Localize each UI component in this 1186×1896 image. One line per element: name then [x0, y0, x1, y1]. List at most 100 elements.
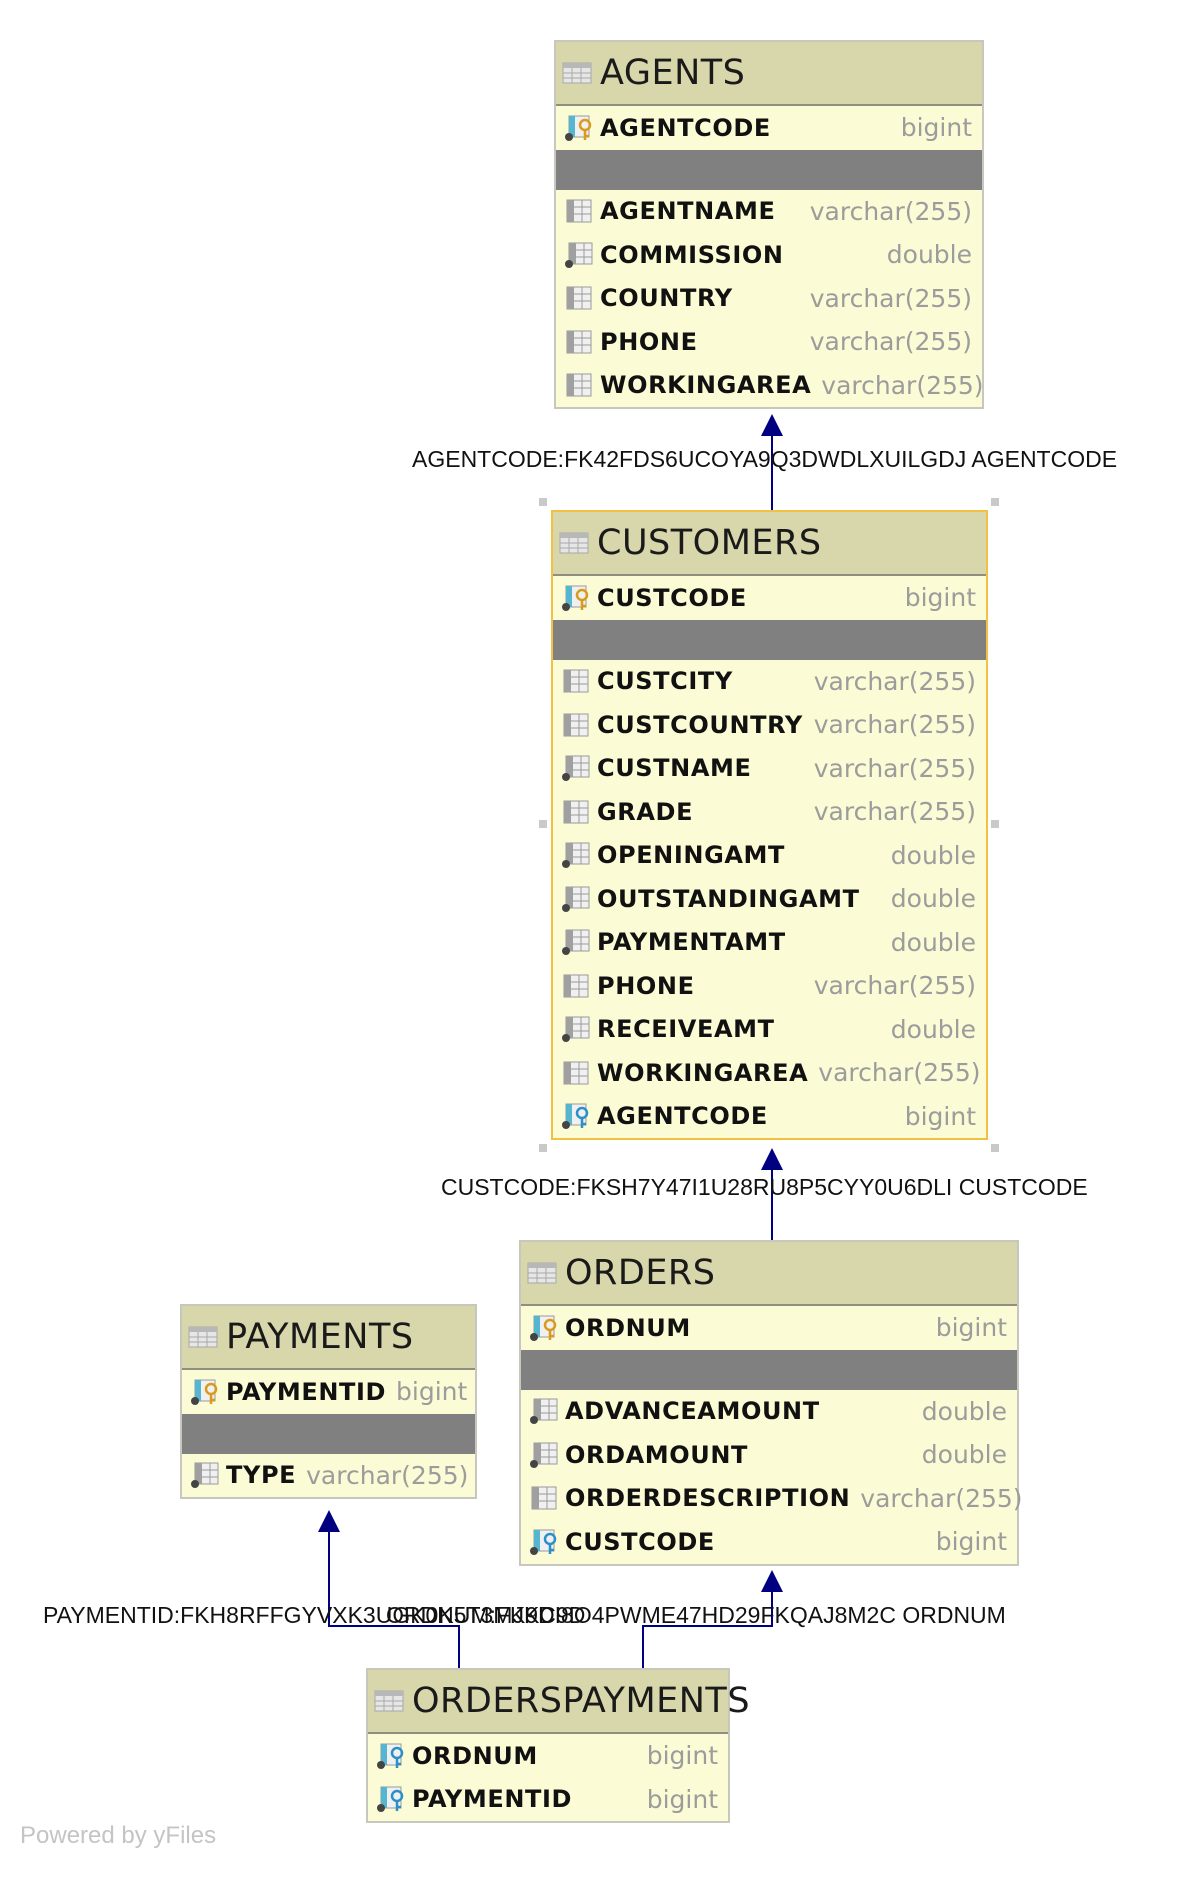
column-name: CUSTCITY [597, 667, 733, 696]
column-type: bigint [935, 1313, 1007, 1343]
key-separator [553, 619, 986, 660]
column-name: ORDNUM [565, 1313, 691, 1342]
key-separator [182, 1413, 475, 1454]
column-name: WORKINGAREA [600, 371, 812, 400]
table-header[interactable]: ORDERS [521, 1242, 1017, 1306]
column-name: OUTSTANDINGAMT [597, 884, 860, 913]
key-separator [521, 1349, 1017, 1390]
column-name: PHONE [600, 327, 698, 356]
column-icon [561, 972, 591, 1000]
selection-handle[interactable] [539, 498, 547, 506]
table-header[interactable]: ORDERSPAYMENTS [368, 1670, 750, 1734]
column-row-country[interactable]: COUNTRY varchar(255) [556, 277, 982, 321]
column-icon [564, 328, 594, 356]
column-type: varchar(255) [813, 666, 976, 696]
column-name: WORKINGAREA [597, 1058, 809, 1087]
column-row-custcity[interactable]: CUSTCITY varchar(255) [553, 660, 986, 704]
column-name: COMMISSION [600, 240, 784, 269]
column-row-outstandingamt[interactable]: OUTSTANDINGAMT double [553, 877, 986, 921]
column-notnull-icon [190, 1461, 220, 1489]
selection-handle[interactable] [991, 498, 999, 506]
table-title: CUSTOMERS [597, 523, 822, 563]
column-type: varchar(255) [813, 971, 976, 1001]
relation-label-agentcode[interactable]: AGENTCODE:FK42FDS6UCOYA9Q3DWDLXUILGDJ AG… [412, 446, 1118, 472]
column-icon [529, 1484, 559, 1512]
table-icon [374, 1690, 404, 1712]
column-type: varchar(255) [809, 196, 972, 226]
relation-label-paymentid[interactable]: PAYMENTID:FKH8RFFGYVXK3UGK0K5T3MJKC9D [43, 1602, 586, 1628]
column-type: bigint [396, 1377, 468, 1407]
column-type: varchar(255) [809, 283, 972, 313]
column-name: GRADE [597, 797, 694, 826]
table-title: PAYMENTS [226, 1317, 414, 1357]
column-type: bigint [935, 1527, 1007, 1557]
column-name: PAYMENTID [412, 1785, 573, 1814]
relation-label-custcode[interactable]: CUSTCODE:FKSH7Y47I1U28RU8P5CYY0U6DLI CUS… [441, 1174, 1088, 1200]
column-icon [564, 197, 594, 225]
selection-handle[interactable] [991, 1144, 999, 1152]
column-row-paymentamt[interactable]: PAYMENTAMT double [553, 921, 986, 965]
arrowhead-orders [761, 1570, 783, 1592]
column-row-ordnum[interactable]: ORDNUM bigint [368, 1734, 728, 1778]
column-name: CUSTCODE [565, 1527, 715, 1556]
foreign-key-icon [529, 1528, 559, 1556]
table-icon [527, 1262, 557, 1284]
column-name: PAYMENTAMT [597, 928, 786, 957]
primary-key-icon [561, 584, 591, 612]
relation-label-ordnum[interactable]: ORDNUM:FK9DI8O4PWME47HD29FKQAJ8M2C ORDNU… [386, 1602, 1006, 1628]
column-notnull-icon [561, 754, 591, 782]
column-name: PHONE [597, 971, 695, 1000]
column-name: ORDERDESCRIPTION [565, 1484, 851, 1513]
column-type: varchar(255) [813, 753, 976, 783]
column-type: double [890, 927, 976, 957]
selection-handle[interactable] [991, 820, 999, 828]
column-type: double [890, 884, 976, 914]
selection-handle[interactable] [539, 820, 547, 828]
table-header[interactable]: PAYMENTS [182, 1306, 475, 1370]
column-name: COUNTRY [600, 284, 733, 313]
column-row-paymentid[interactable]: PAYMENTID bigint [182, 1370, 475, 1414]
column-type: bigint [646, 1741, 718, 1771]
column-icon [561, 798, 591, 826]
column-row-phone[interactable]: PHONE varchar(255) [553, 964, 986, 1008]
column-icon [564, 284, 594, 312]
table-header[interactable]: CUSTOMERS [553, 512, 986, 576]
column-icon [564, 371, 594, 399]
column-name: ORDNUM [412, 1741, 538, 1770]
edge-op-payments[interactable] [328, 1516, 460, 1668]
foreign-key-icon [561, 1102, 591, 1130]
table-title: ORDERSPAYMENTS [412, 1681, 751, 1721]
primary-foreign-key-icon [376, 1742, 406, 1770]
table-header[interactable]: AGENTS [556, 42, 982, 106]
column-name: PAYMENTID [226, 1377, 387, 1406]
column-row-custcode[interactable]: CUSTCODE bigint [521, 1520, 1017, 1564]
edge-op-orders[interactable] [642, 1576, 773, 1668]
primary-foreign-key-icon [376, 1785, 406, 1813]
column-row-ordnum[interactable]: ORDNUM bigint [521, 1306, 1017, 1350]
selection-handle[interactable] [539, 1144, 547, 1152]
column-notnull-icon [529, 1397, 559, 1425]
